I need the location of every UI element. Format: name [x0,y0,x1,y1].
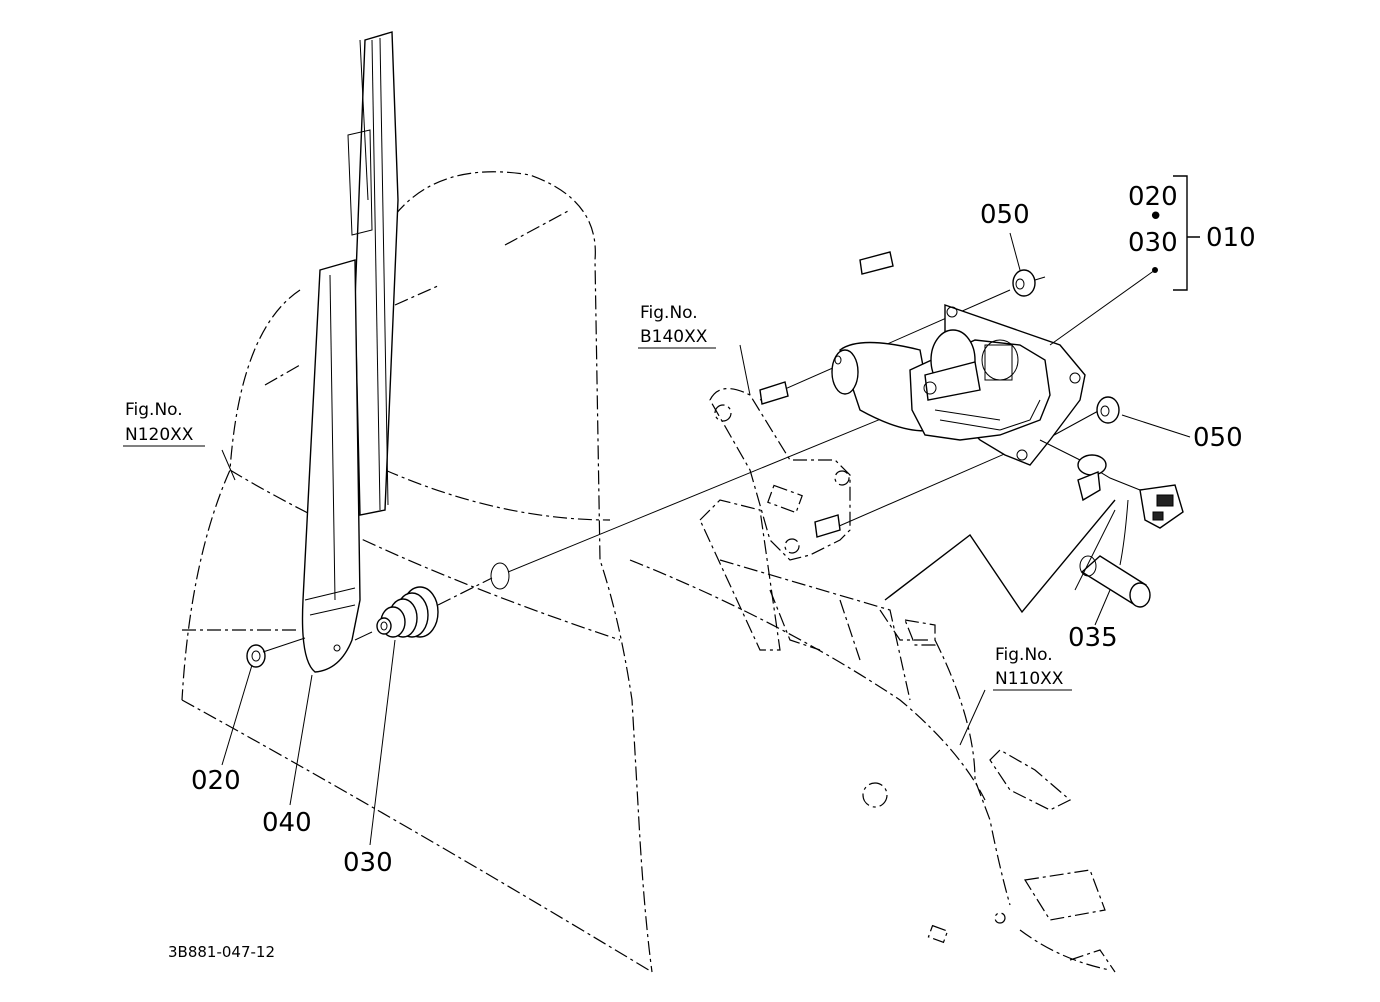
figref-n120-code: N120XX [125,425,194,445]
drawing-code: 3B881-047-12 [168,943,275,961]
wiper-motor [831,304,1086,466]
washer-050-top [1012,269,1046,297]
part-label-020-group: 020 [1128,182,1178,212]
part-label-040: 040 [262,808,312,838]
part-label-030: 030 [343,848,393,878]
part-label-030-group: 030 [1128,228,1178,258]
wiper-arm [301,259,361,673]
part-label-020: 020 [191,766,241,796]
part-label-050-top: 050 [980,200,1030,230]
bracket-studs [759,251,894,538]
break-line [884,499,1116,614]
wire-harness-connector [1039,439,1184,566]
figref-b140-label: Fig.No. [640,303,698,323]
window-glass-outline [181,171,653,973]
washer-050-right [1096,396,1120,424]
group-brace-010 [1173,175,1200,291]
leader-lines [221,232,1191,846]
figref-n120-label: Fig.No. [125,400,183,420]
part-label-035: 035 [1068,623,1118,653]
figref-b140-code: B140XX [640,327,708,347]
part-label-050-right: 050 [1193,423,1243,453]
group-separator-dot: • [1148,202,1163,232]
figref-n110-label: Fig.No. [995,645,1053,665]
figref-n110-code: N110XX [995,669,1064,689]
nut-020 [246,644,266,668]
part-label-010: 010 [1206,223,1256,253]
cab-frame-outline [629,388,1116,973]
tube-035 [1079,555,1151,608]
glass-hole [490,562,510,590]
seal-boot-030 [376,586,439,638]
